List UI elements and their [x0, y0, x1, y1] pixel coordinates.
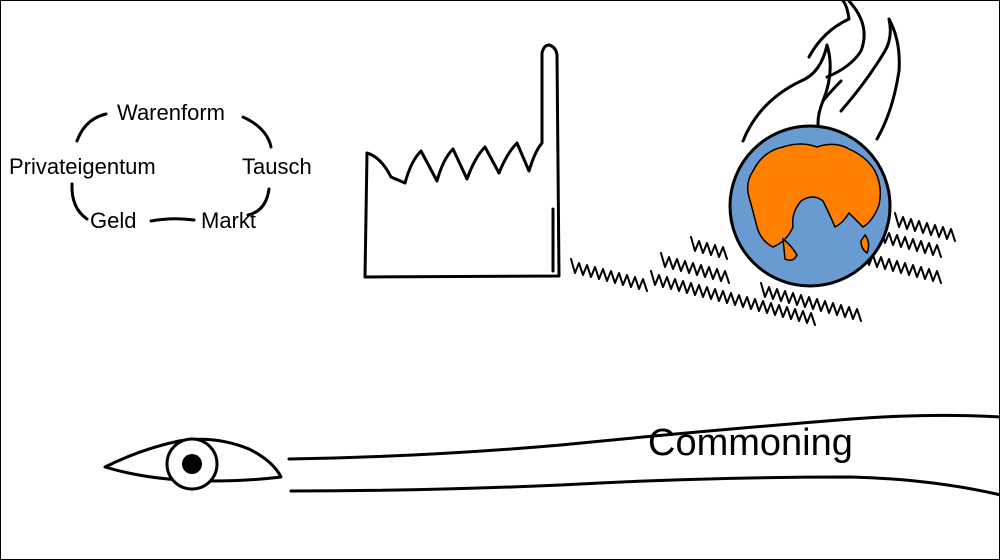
cycle-label-privateigentum: Privateigentum	[9, 154, 156, 179]
cycle-arc-geld-privateigentum	[70, 182, 89, 221]
cycle-label-geld: Geld	[90, 208, 137, 233]
factory-icon	[363, 43, 561, 279]
continent-land	[746, 143, 882, 248]
cycle-arrows	[70, 112, 273, 223]
road-path-icon	[287, 413, 999, 497]
cycle-arc-warenform-tausch	[241, 115, 273, 149]
cycle-arc-markt-geld	[149, 217, 196, 223]
commoning-label: Commoning	[648, 422, 853, 464]
cycle-label-tausch: Tausch	[242, 154, 312, 179]
cycle-label-markt: Markt	[201, 208, 256, 233]
grass-icon	[570, 212, 956, 326]
flame-icon	[741, 1, 901, 143]
cycle-label-warenform: Warenform	[117, 100, 225, 125]
burning-globe-icon	[728, 124, 892, 288]
cycle-arc-tausch-markt	[246, 187, 271, 217]
cycle-arc-warenform-privateigentum	[75, 112, 108, 143]
eye-icon	[103, 437, 283, 491]
